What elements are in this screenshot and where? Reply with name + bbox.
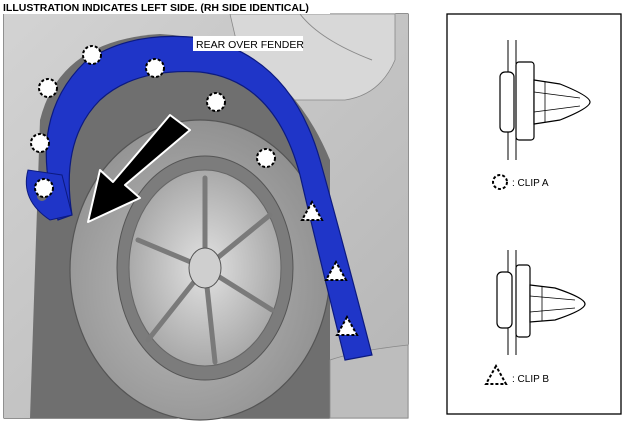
clip-a-marker — [82, 45, 102, 65]
clip-a-label: : CLIP A — [512, 178, 549, 189]
clip-a-markers — [30, 45, 276, 198]
clip-a-marker — [145, 58, 165, 78]
clip-b-detail — [496, 250, 586, 355]
clip-b-label: : CLIP B — [512, 374, 549, 385]
page-title: ILLUSTRATION INDICATES LEFT SIDE. (RH SI… — [3, 2, 309, 14]
clip-b-markers — [300, 199, 359, 336]
clip-a-marker — [256, 148, 276, 168]
hub-cap — [188, 247, 222, 289]
clip-b-marker — [300, 199, 324, 221]
dashed-circle-icon — [492, 174, 508, 190]
callout-label: REAR OVER FENDER — [196, 39, 304, 51]
clip-a-detail — [499, 40, 591, 160]
clip-a-marker — [38, 78, 58, 98]
vehicle-illustration: REAR OVER FENDER — [3, 13, 409, 421]
tire — [69, 119, 331, 421]
clip-b-marker — [335, 314, 359, 336]
clip-a-marker — [206, 92, 226, 112]
dashed-triangle-icon — [484, 363, 508, 385]
removal-direction-arrow — [87, 114, 191, 223]
legend-panel: : CLIP A : CLIP B — [446, 13, 622, 415]
clip-b-marker — [324, 259, 348, 281]
clip-a-marker — [30, 133, 50, 153]
clip-a-marker — [34, 178, 54, 198]
